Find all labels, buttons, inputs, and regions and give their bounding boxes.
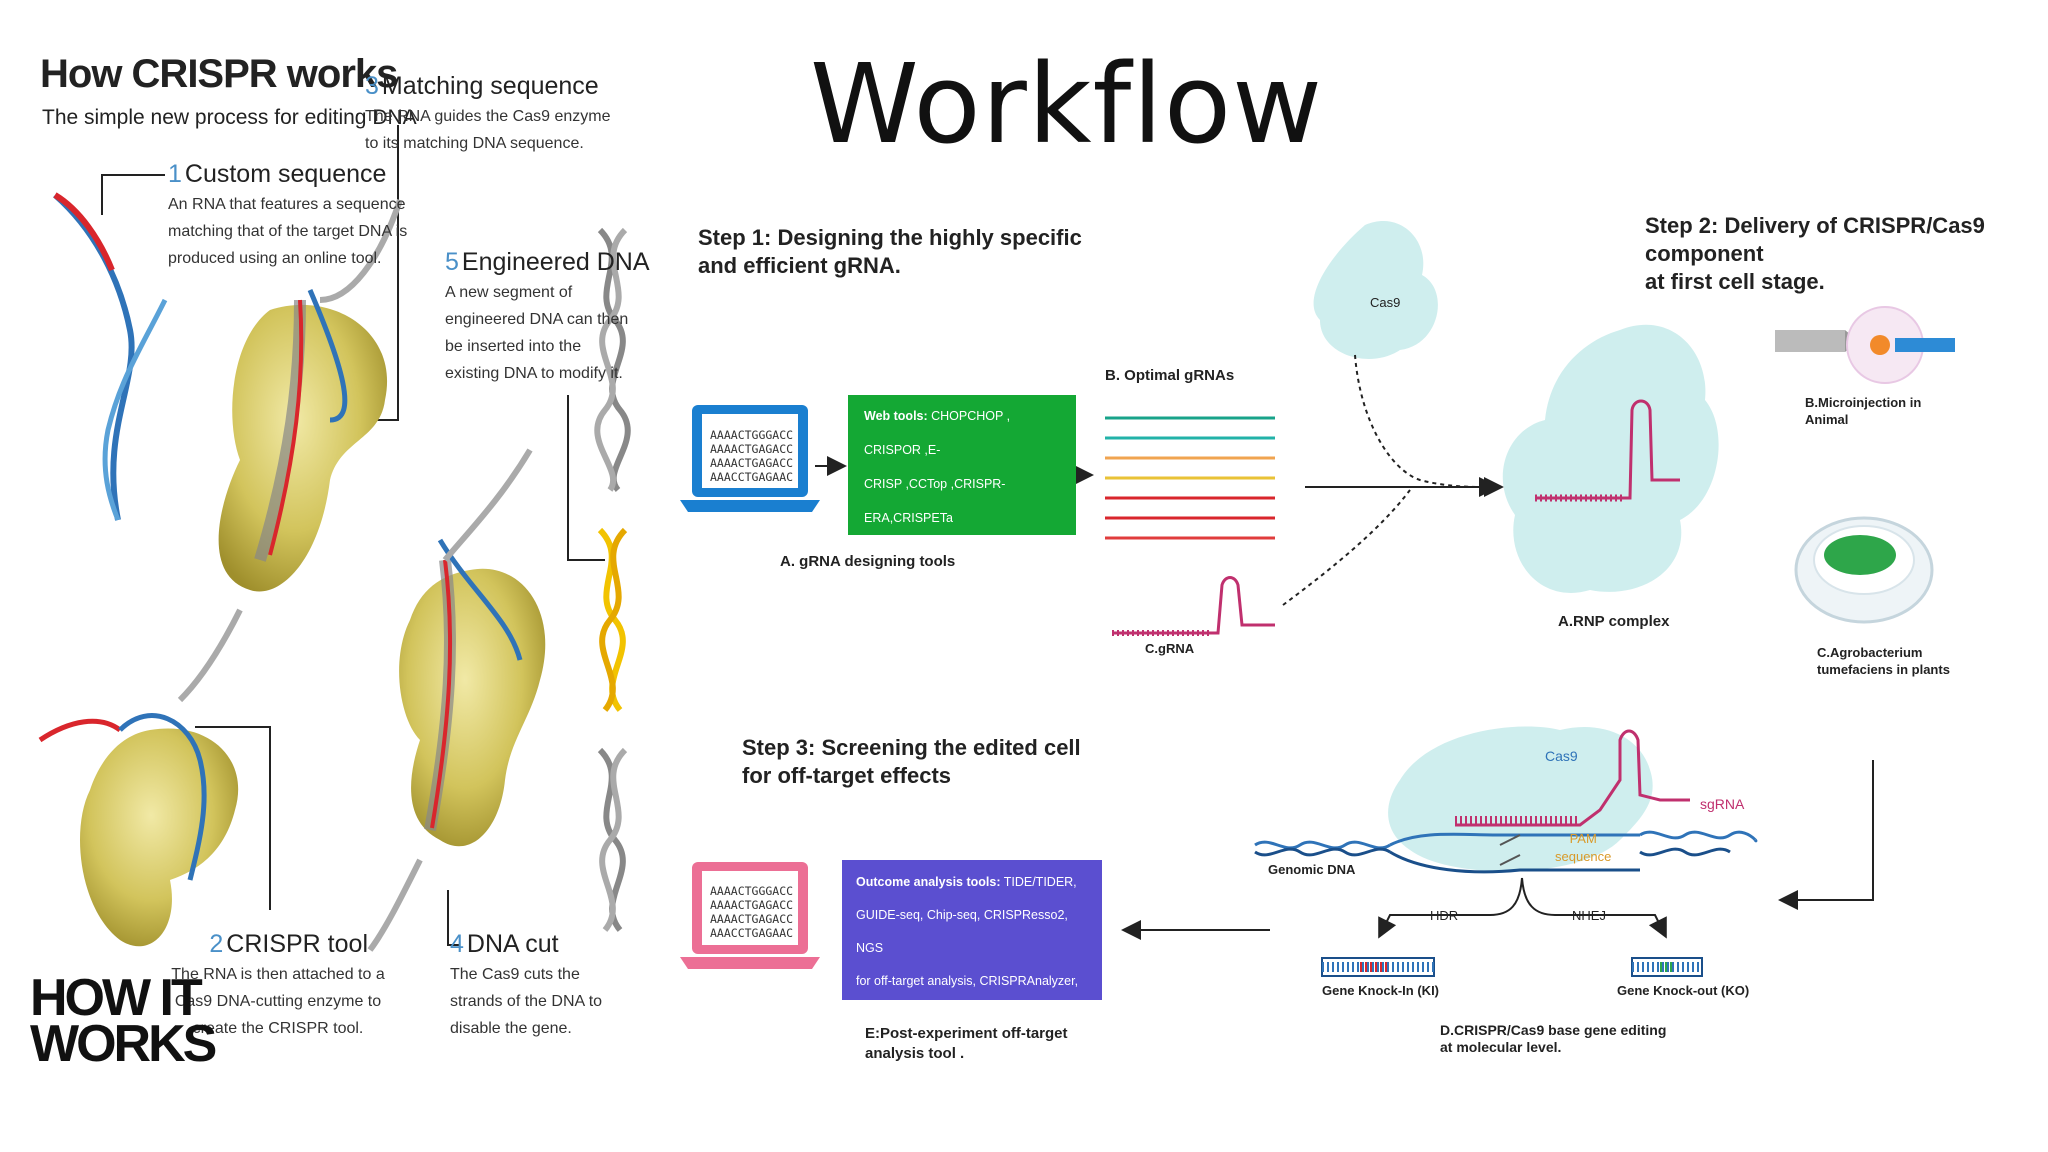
callout-line-5 bbox=[567, 395, 605, 561]
step-1-text-line: matching that of the target DNA is bbox=[168, 223, 408, 240]
step-5-text-line: A new segment of bbox=[445, 284, 573, 301]
gene-knock-in-label: Gene Knock-In (KI) bbox=[1322, 983, 1440, 998]
step-4-text-line: The Cas9 cuts the bbox=[450, 966, 580, 983]
optimal-grnas-lines bbox=[1105, 416, 1275, 540]
outcome-analysis-box: Outcome analysis tools: TIDE/TIDER, GUID… bbox=[842, 860, 1102, 1054]
step-1-heading: Step 1: Designing the highly specific an… bbox=[698, 225, 1082, 278]
infographic-subtitle: The simple new process for editing DNA bbox=[42, 106, 417, 129]
molecular-editing-diagram bbox=[1254, 726, 1758, 977]
nhej-label: NHEJ bbox=[1572, 908, 1606, 923]
mol-cas9-label: Cas9 bbox=[1545, 748, 1578, 764]
dotted-arrow-cas9 bbox=[1354, 354, 1499, 498]
caption-post-experiment: E:Post-experiment off-target analysis to… bbox=[865, 1025, 1068, 1062]
laptop-code-pink: AAAACTGGGACC AAAACTGAGACC AAAACTGAGACC A… bbox=[710, 884, 794, 940]
infographic-title: How CRISPR works bbox=[40, 52, 398, 96]
caption-grna: C.gRNA bbox=[1145, 641, 1195, 656]
step-1-head: Custom sequence bbox=[184, 160, 387, 188]
step-3-head: Matching sequence bbox=[381, 72, 599, 100]
cas9-protein-icon-4 bbox=[367, 448, 546, 952]
rna-strand-icon bbox=[53, 192, 168, 521]
step-4-text-line: disable the gene. bbox=[450, 1020, 572, 1037]
step-4-head: DNA cut bbox=[466, 930, 559, 958]
sgrna-label: sgRNA bbox=[1700, 796, 1745, 812]
hdr-label: HDR bbox=[1430, 908, 1459, 923]
caption-molecular-level: D.CRISPR/Cas9 base gene editing at molec… bbox=[1440, 1022, 1667, 1055]
rnp-complex-icon bbox=[1502, 324, 1719, 593]
step-1-text-line: produced using an online tool. bbox=[168, 250, 382, 267]
how-it-works-logo: HOW IT WORKS bbox=[30, 969, 217, 1073]
laptop-icon-blue bbox=[680, 405, 820, 512]
dna-helix-icon-grey bbox=[594, 227, 631, 493]
dotted-arrow-grna bbox=[1282, 489, 1411, 606]
genomic-dna-label: Genomic DNA bbox=[1268, 862, 1356, 877]
callout-line-1 bbox=[101, 174, 165, 215]
step-2-head: CRISPR tool bbox=[226, 930, 368, 958]
step-3-heading: Step 3: Screening the edited cell for of… bbox=[742, 735, 1081, 788]
laptop-icon-pink bbox=[680, 862, 820, 969]
cas9-protein-icon-3 bbox=[177, 199, 403, 703]
step-2-text-line: The RNA is then attached to a bbox=[171, 966, 385, 983]
step-3-text-line: The RNA guides the Cas9 enzyme bbox=[365, 108, 611, 125]
step-1-text-line: An RNA that features a sequence bbox=[168, 196, 406, 213]
microinjection-icon bbox=[1775, 306, 1955, 384]
gene-knock-out-label: Gene Knock-out (KO) bbox=[1617, 983, 1750, 998]
caption-optimal-grnas: B. Optimal gRNAs bbox=[1105, 367, 1235, 384]
caption-agrobacterium: C.Agrobacterium tumefaciens in plants bbox=[1817, 645, 1950, 677]
dna-helix-icon-grey-2 bbox=[597, 747, 628, 932]
step-5-text-line: existing DNA to modify it. bbox=[445, 365, 623, 382]
pam-sequence-label: PAM sequence bbox=[1555, 831, 1612, 864]
arrow-step2-to-molecular bbox=[1778, 760, 1874, 910]
step-3-text-line: to its matching DNA sequence. bbox=[365, 135, 584, 152]
callout-line-2 bbox=[195, 726, 271, 910]
laptop-code-blue: AAAACTGGGACC AAAACTGAGACC AAAACTGAGACC A… bbox=[710, 428, 794, 484]
dna-helix-icon-yellow bbox=[597, 527, 628, 712]
step-5-text-line: be inserted into the bbox=[445, 338, 582, 355]
knock-out-dna-icon bbox=[1631, 957, 1703, 977]
knock-in-dna-icon bbox=[1321, 957, 1435, 977]
step-2-text-line: Cas9 DNA-cutting enzyme to bbox=[174, 993, 382, 1010]
caption-microinjection: B.Microinjection in Animal bbox=[1805, 395, 1922, 427]
step-4-text-line: strands of the DNA to bbox=[450, 993, 603, 1010]
cas9-label: Cas9 bbox=[1370, 295, 1401, 310]
cas9-blob-icon bbox=[1313, 221, 1438, 359]
web-tools-box: Web tools: CHOPCHOP , CRISPOR ,E- CRISP … bbox=[848, 395, 1076, 593]
caption-rnp-complex: A.RNP complex bbox=[1558, 613, 1670, 630]
caption-grna-tools: A. gRNA designing tools bbox=[780, 553, 956, 570]
petri-dish-icon bbox=[1794, 516, 1934, 624]
step-5-text-line: engineered DNA can then bbox=[445, 311, 629, 328]
grna-structure-icon bbox=[1112, 576, 1275, 636]
step-2-text-line: create the CRISPR tool. bbox=[192, 1020, 364, 1037]
step-2-heading: Step 2: Delivery of CRISPR/Cas9 componen… bbox=[1645, 213, 1985, 294]
cas9-protein-icon-2 bbox=[38, 713, 239, 947]
callout-line-4 bbox=[447, 890, 460, 946]
step-5-head: Engineered DNA bbox=[461, 248, 650, 276]
slide-title: Workflow bbox=[810, 40, 1324, 168]
